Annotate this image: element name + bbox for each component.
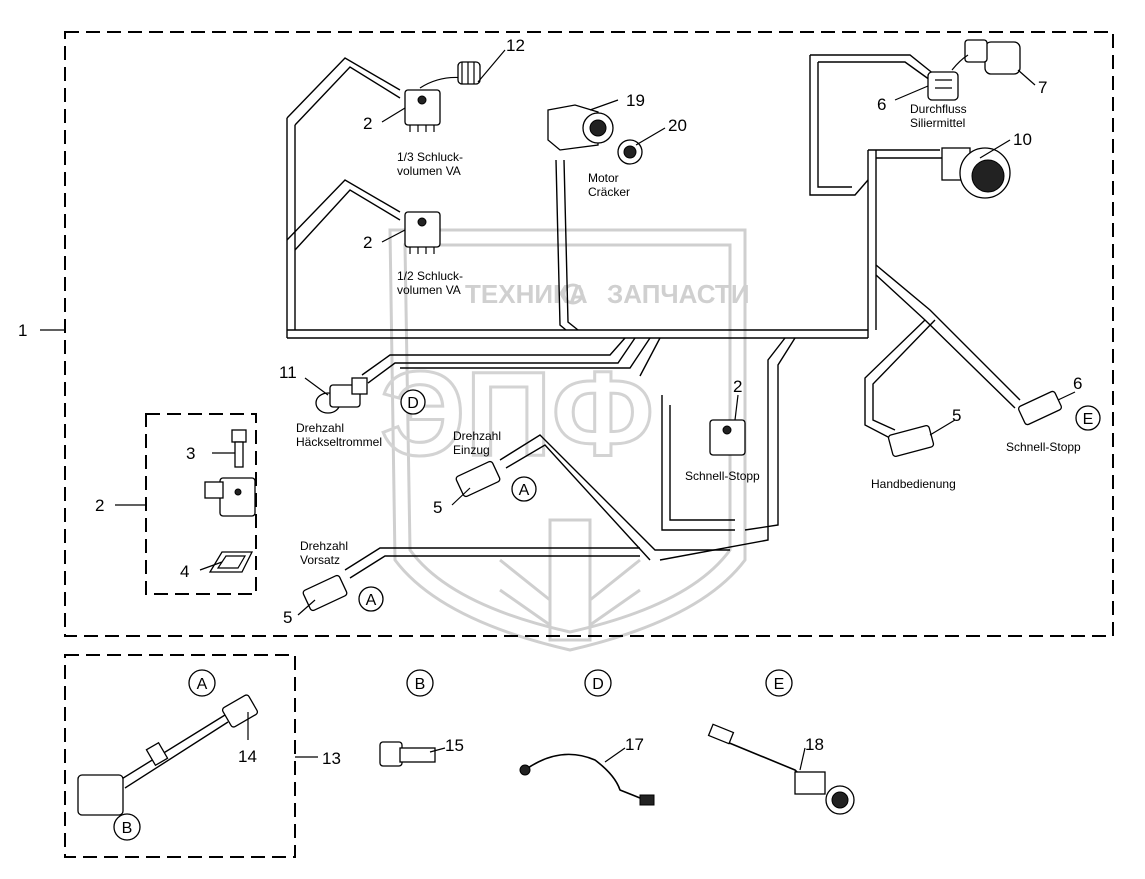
number-2-lower: 2 [363, 233, 372, 252]
number-19: 19 [626, 91, 645, 110]
part-17-cable-icon [519, 753, 655, 806]
label-durchfluss: Durchfluss [910, 102, 967, 116]
number-6-lower: 6 [1073, 374, 1082, 393]
circled-letters: D A A E A B B D E [113, 389, 1101, 841]
part-12-connector-icon [419, 61, 481, 89]
watermark-text-left: ТЕХНИКА [465, 279, 588, 309]
part-numbers: 1 2 2 2 2 3 4 5 5 5 6 6 7 10 11 12 13 14… [18, 36, 1082, 768]
label-drehzahl-vorsatz-1: Drehzahl [300, 539, 348, 553]
number-11: 11 [279, 363, 297, 382]
number-2-detail: 2 [95, 496, 104, 515]
number-6-upper: 6 [877, 95, 886, 114]
label-motor: Motor [588, 171, 619, 185]
number-3: 3 [186, 444, 195, 463]
circle-E-part: E [774, 676, 785, 693]
part-20-connector-icon [617, 139, 643, 165]
label-drehzahl-einzug-1: Drehzahl [453, 429, 501, 443]
part-2-valve-plug-detail-icon [204, 477, 256, 517]
number-13: 13 [322, 749, 341, 768]
number-10: 10 [1013, 130, 1032, 149]
circle-E-harness: E [1083, 411, 1094, 428]
number-4: 4 [180, 562, 189, 581]
harness-wiring [286, 54, 1021, 579]
label-schnell-stopp-center: Schnell-Stopp [685, 469, 760, 483]
number-5-hand: 5 [952, 406, 961, 425]
part-2-valve-plug-schnell-icon [709, 419, 746, 456]
part-10-round-connector-icon [941, 147, 1011, 199]
label-siliermittel: Siliermittel [910, 116, 965, 130]
part-13-detail-frame [64, 654, 296, 858]
part-18-cable-icon [707, 723, 855, 815]
part-4-seal-icon [208, 551, 254, 573]
part-2-detail-frame [145, 413, 257, 595]
label-handbedienung: Handbedienung [871, 477, 956, 491]
number-15: 15 [445, 736, 464, 755]
part-2-valve-plug-lower-icon [404, 211, 441, 254]
part-11-sensor-icon [315, 377, 368, 414]
part-19-elbow-connector-icon [547, 104, 614, 151]
number-17: 17 [625, 735, 644, 754]
number-2-upper: 2 [363, 114, 372, 133]
part-5-connector-vorsatz-icon [302, 574, 348, 612]
circle-B-part: B [415, 676, 426, 693]
part-14-adapter-cable-icon [77, 694, 259, 816]
number-12: 12 [506, 36, 525, 55]
label-1-3-volumen: volumen VA [397, 164, 461, 178]
number-7: 7 [1038, 78, 1047, 97]
label-drehzahl-haeckseltrommel-2: Häckseltrommel [296, 435, 382, 449]
number-2-schnell: 2 [733, 377, 742, 396]
number-14: 14 [238, 747, 257, 766]
text-labels: 1/3 Schluck- volumen VA 1/2 Schluck- vol… [296, 102, 1081, 567]
watermark-wheat-icon [499, 518, 641, 642]
part-5-connector-hand-icon [887, 424, 935, 458]
circle-A-einzug: A [519, 482, 530, 499]
circle-D-part: D [592, 676, 604, 693]
label-drehzahl-vorsatz-2: Vorsatz [300, 553, 340, 567]
label-schnell-stopp-right: Schnell-Stopp [1006, 440, 1081, 454]
number-1: 1 [18, 321, 27, 340]
label-drehzahl-einzug-2: Einzug [453, 443, 490, 457]
label-cracker: Cräcker [588, 185, 630, 199]
part-6-connector-upper-icon [927, 71, 959, 101]
part-6-connector-lower-icon [1017, 390, 1063, 426]
label-1-3-schluck: 1/3 Schluck- [397, 150, 463, 164]
part-2-valve-plug-upper-icon [404, 89, 441, 132]
number-18: 18 [805, 735, 824, 754]
number-5-einzug: 5 [433, 498, 442, 517]
watermark-text-right: ЗАПЧАСТИ [607, 279, 750, 309]
part-15-plug-icon [379, 741, 436, 767]
number-5-vorsatz: 5 [283, 608, 292, 627]
part-3-screw-icon [231, 429, 247, 468]
label-drehzahl-haeckseltrommel-1: Drehzahl [296, 421, 344, 435]
main-harness-frame [64, 31, 1114, 637]
circle-B-detail: B [122, 820, 133, 837]
number-20: 20 [668, 116, 687, 135]
leader-lines [40, 49, 1076, 771]
part-5-connector-einzug-icon [455, 460, 501, 498]
circle-D-harness: D [407, 395, 419, 412]
label-1-2-schluck: 1/2 Schluck- [397, 269, 463, 283]
circle-A-vorsatz: A [366, 592, 377, 609]
label-1-2-volumen: volumen VA [397, 283, 461, 297]
part-7-plug-icon [951, 39, 1021, 75]
circle-A-detail: A [197, 676, 208, 693]
